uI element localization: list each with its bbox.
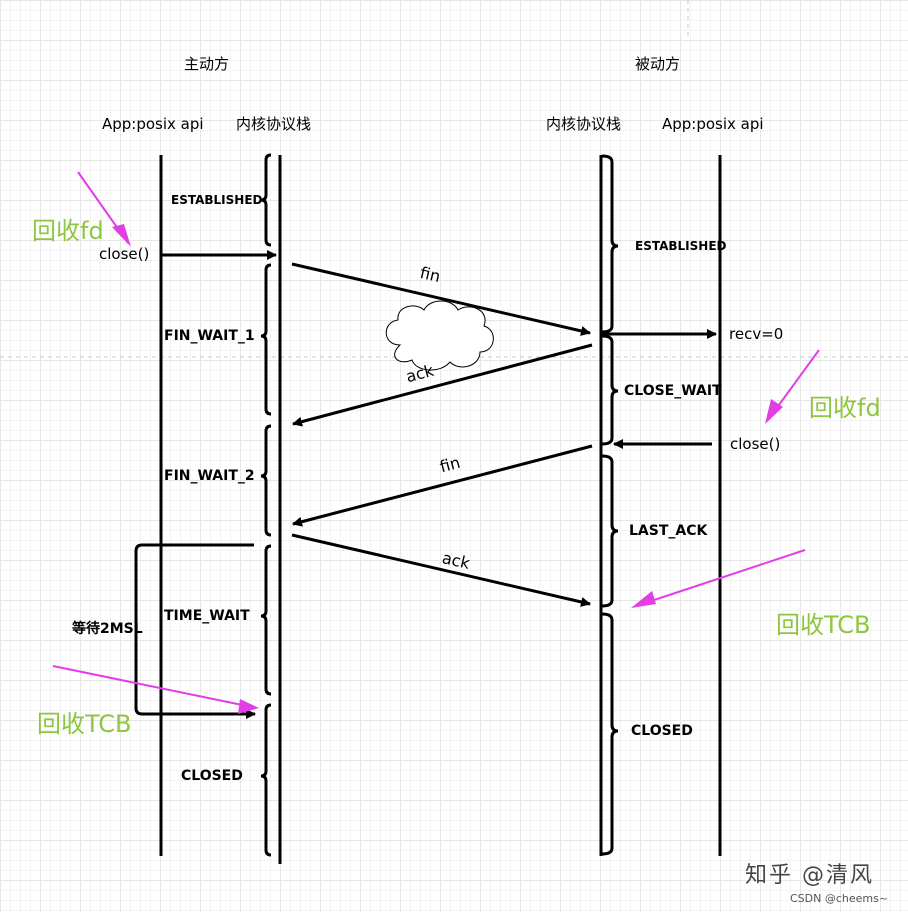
fin-arrow-2 bbox=[292, 444, 593, 527]
left-state-braces bbox=[260, 153, 272, 857]
wait-2msl-bracket bbox=[134, 543, 256, 719]
ack-arrow-2 bbox=[291, 533, 591, 607]
annotation-arrows bbox=[52, 171, 820, 714]
state-time-wait: TIME_WAIT bbox=[164, 608, 250, 624]
annotation-recycle-fd-right: 回收fd bbox=[809, 394, 881, 422]
column-kernel-left: 内核协议栈 bbox=[236, 115, 312, 133]
fin-arrow-1 bbox=[291, 262, 591, 336]
wait-2msl-label: 等待2MSL bbox=[72, 621, 143, 637]
state-last-ack: LAST_ACK bbox=[629, 523, 708, 539]
state-established-left: ESTABLISHED bbox=[171, 193, 263, 207]
brace-established-left bbox=[260, 153, 272, 247]
annotation-arrow-tcb-right bbox=[635, 549, 806, 607]
state-closed-right: CLOSED bbox=[631, 723, 693, 739]
column-app-right: App:posix api bbox=[662, 115, 764, 133]
annotation-arrowhead-fd-left bbox=[112, 224, 131, 247]
brace-fin-wait-1 bbox=[260, 263, 272, 416]
annotation-recycle-tcb-right: 回收TCB bbox=[776, 611, 871, 639]
annotation-arrowhead-fd-right bbox=[765, 399, 783, 424]
call-recv-right: recv=0 bbox=[729, 325, 784, 343]
brace-last-ack bbox=[601, 454, 619, 608]
brace-established-right bbox=[601, 154, 619, 334]
watermark-main: 知乎 @清风 bbox=[745, 863, 874, 888]
column-kernel-right: 内核协议栈 bbox=[546, 115, 622, 133]
column-app-left: App:posix api bbox=[102, 115, 204, 133]
brace-fin-wait-2 bbox=[260, 424, 272, 537]
brace-closed-left bbox=[260, 703, 272, 857]
annotation-arrow-tcb-left bbox=[52, 665, 253, 708]
annotation-arrowhead-tcb-left bbox=[238, 699, 259, 714]
annotation-recycle-tcb-left: 回收TCB bbox=[37, 710, 132, 738]
brace-close-wait bbox=[601, 334, 619, 446]
message-fin-1: fin bbox=[418, 262, 443, 287]
right-state-braces bbox=[601, 154, 619, 856]
state-closed-left: CLOSED bbox=[181, 768, 243, 784]
brace-closed-right bbox=[601, 612, 619, 856]
annotation-recycle-fd-left: 回收fd bbox=[32, 217, 104, 245]
ack-arrow-1 bbox=[292, 343, 593, 427]
network-cloud-icon bbox=[385, 300, 494, 371]
call-close-left: close() bbox=[99, 245, 150, 263]
header-active-side: 主动方 bbox=[184, 55, 230, 73]
call-close-right: close() bbox=[730, 435, 781, 453]
brace-time-wait bbox=[260, 544, 272, 696]
state-fin-wait-1: FIN_WAIT_1 bbox=[164, 328, 255, 344]
header-passive-side: 被动方 bbox=[635, 55, 681, 73]
state-close-wait: CLOSE_WAIT bbox=[624, 383, 722, 399]
annotation-arrowhead-tcb-right bbox=[631, 591, 656, 608]
state-fin-wait-2: FIN_WAIT_2 bbox=[164, 468, 255, 484]
watermark-sub: CSDN @cheems~ bbox=[790, 892, 889, 905]
state-established-right: ESTABLISHED bbox=[635, 239, 727, 253]
